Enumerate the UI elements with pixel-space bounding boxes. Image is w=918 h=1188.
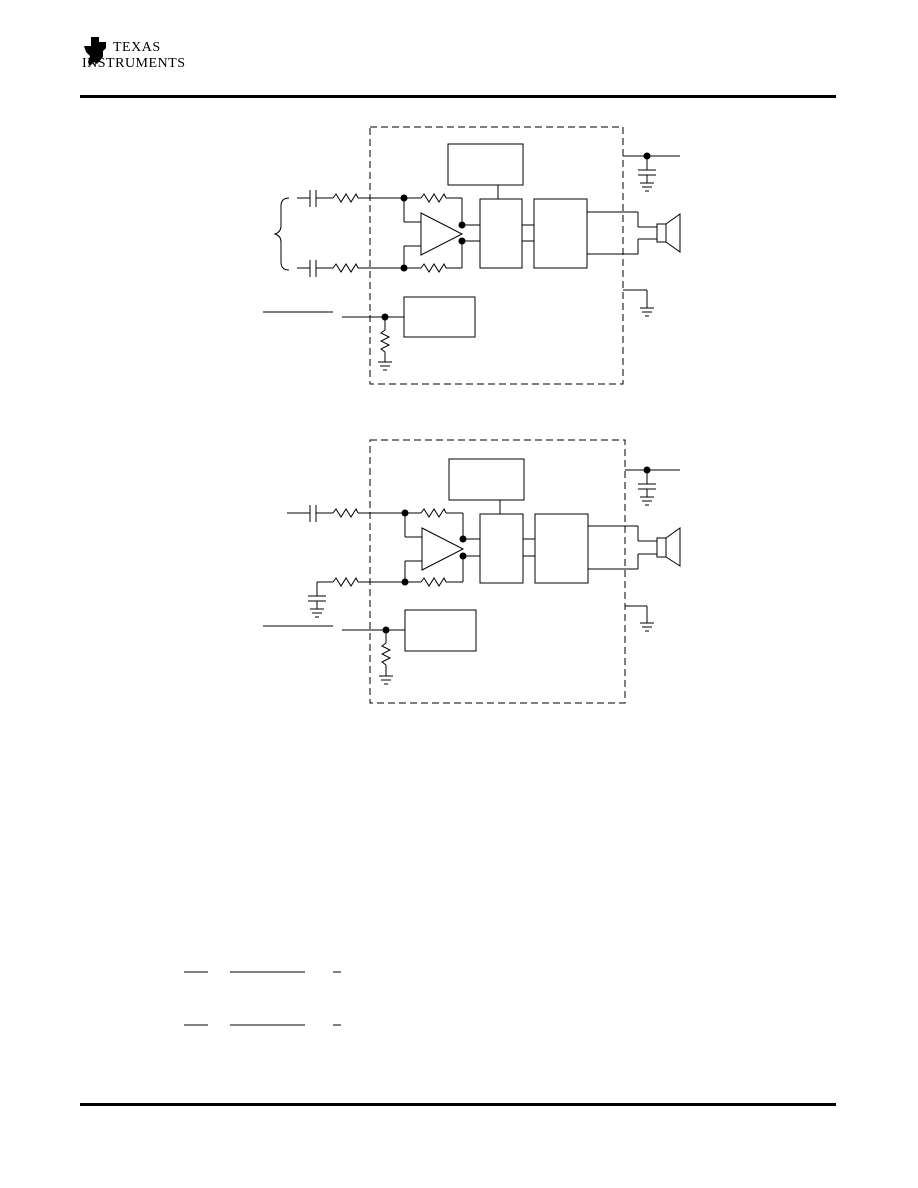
ti-wordmark: Texas Instruments: [82, 40, 186, 71]
brand-line-1: Texas: [113, 40, 161, 55]
header-rule: [80, 95, 836, 98]
device-boundary: [369, 126, 624, 385]
ti-logo: [82, 36, 196, 76]
modulator-block: [479, 198, 523, 269]
diagram-2: [263, 439, 681, 704]
bias-block: [448, 458, 525, 501]
shutdown-block: [404, 609, 477, 652]
h-bridge-block: [534, 513, 589, 584]
speaker-icon: [656, 537, 667, 558]
equation-lines: [184, 971, 341, 1026]
amplifier-triangle: [420, 212, 464, 256]
footer-rule: [80, 1103, 836, 1106]
h-bridge-block: [533, 198, 588, 269]
modulator-block: [479, 513, 524, 584]
device-boundary: [369, 439, 626, 704]
bias-block: [447, 143, 524, 186]
amplifier-triangle: [421, 527, 465, 571]
brand-line-2: Instruments: [82, 56, 186, 71]
diagram-1: [263, 126, 681, 385]
shutdown-block: [403, 296, 476, 338]
ti-logo-icon: [84, 37, 106, 66]
speaker-icon: [656, 223, 667, 243]
